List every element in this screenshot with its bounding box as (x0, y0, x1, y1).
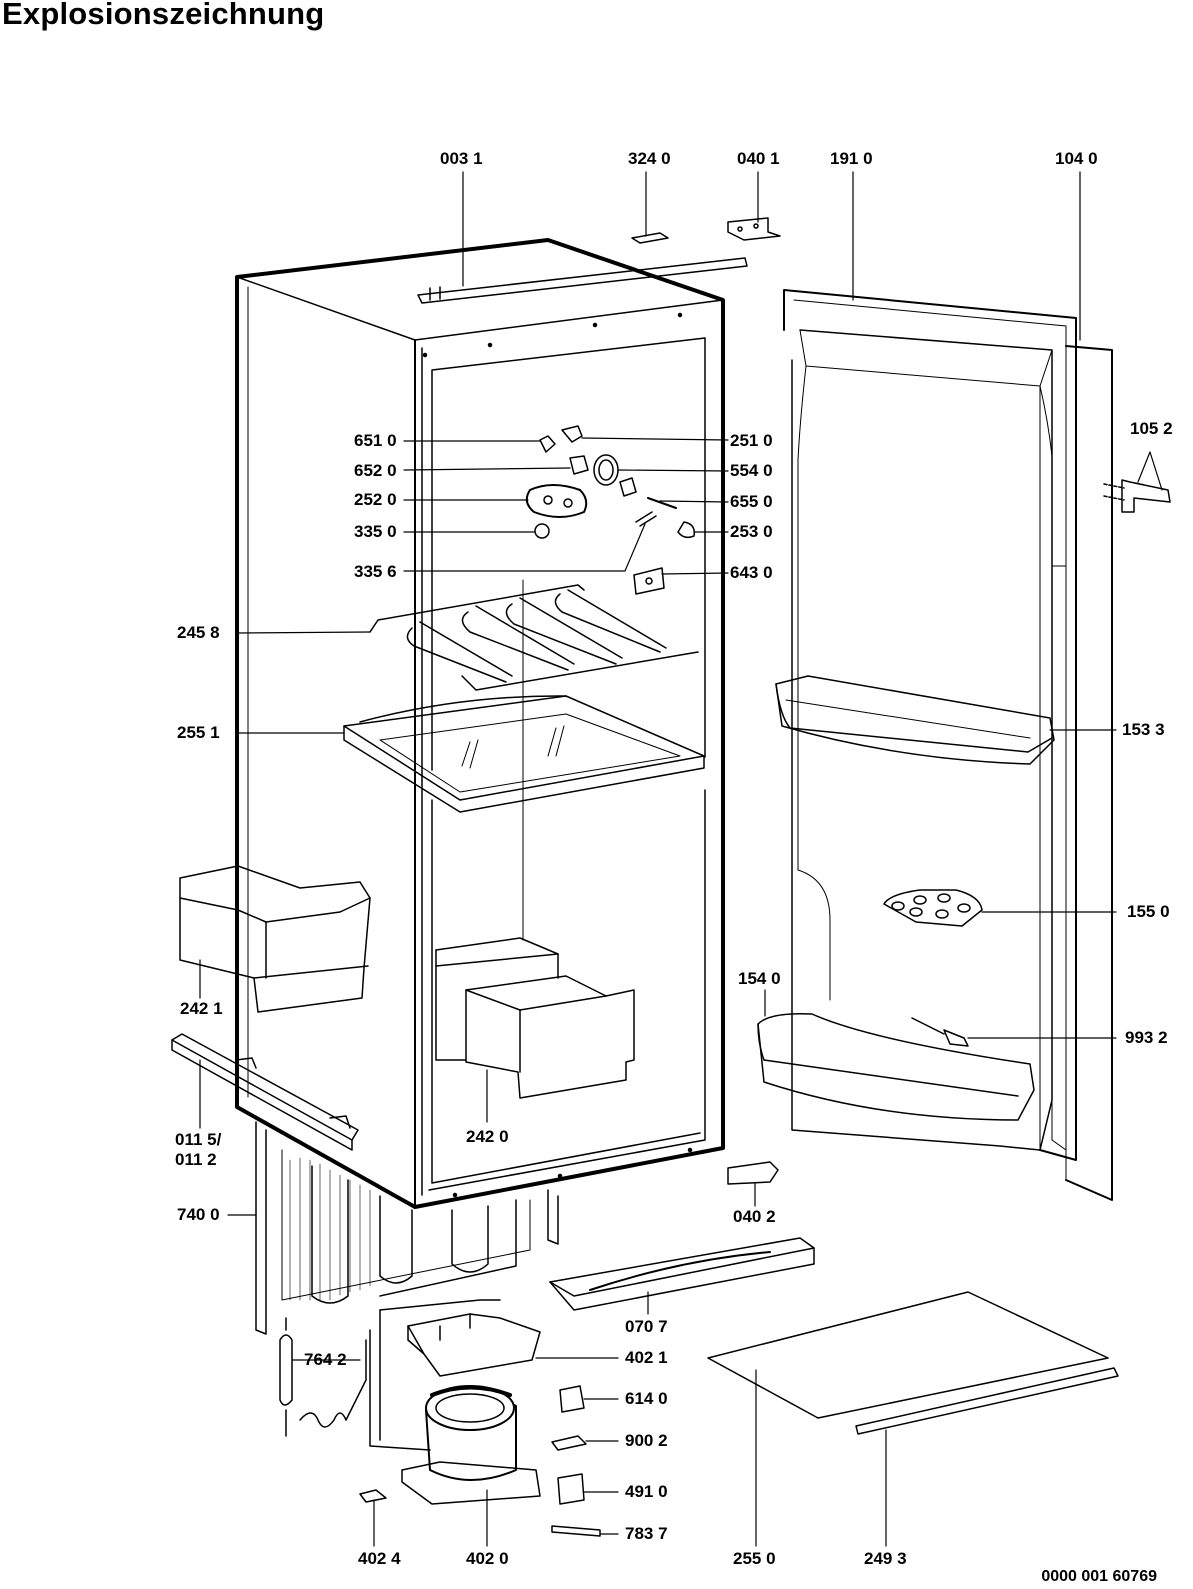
door-shelf-lower (757, 1012, 1035, 1121)
cover-strip (549, 1237, 815, 1311)
part-label: 011 5/ (175, 1130, 222, 1149)
door-shelf-upper (775, 675, 1055, 765)
part-label: 900 2 (625, 1431, 668, 1450)
part-label: 242 1 (180, 999, 223, 1018)
part-label: 104 0 (1055, 149, 1098, 168)
top-trim (417, 257, 748, 304)
egg-tray (883, 889, 983, 927)
part-label: 554 0 (730, 461, 773, 480)
part-label: 335 0 (354, 522, 397, 541)
part-label: 251 0 (730, 431, 773, 450)
document-id: 0000 001 60769 (1041, 1568, 1157, 1585)
shelf-strip (855, 1367, 1119, 1435)
part-label: 655 0 (730, 492, 773, 511)
part-label: 154 0 (738, 969, 781, 988)
part-label: 255 0 (733, 1549, 776, 1568)
part-label: 764 2 (304, 1350, 347, 1369)
glass-plate (707, 1291, 1109, 1419)
part-label: 491 0 (625, 1482, 668, 1501)
part-label: 651 0 (354, 431, 397, 450)
part-label: 245 8 (177, 623, 220, 642)
part-label: 255 1 (177, 723, 220, 742)
cabinet-body (235, 238, 725, 1209)
door (783, 289, 1113, 1201)
part-label: 040 1 (737, 149, 780, 168)
part-label: 652 0 (354, 461, 397, 480)
part-label: 105 2 (1130, 419, 1173, 438)
page-title: Explosionszeichnung (2, 0, 325, 31)
evaporator (369, 584, 699, 691)
condenser (255, 1121, 559, 1335)
part-label: 643 0 (730, 563, 773, 582)
part-label: 070 7 (625, 1317, 668, 1336)
lower-drawers (435, 937, 635, 1099)
compressor-area (279, 1299, 601, 1537)
left-bin (179, 865, 371, 1013)
part-label: 040 2 (733, 1207, 776, 1226)
glass-shelf (343, 695, 705, 813)
part-label: 740 0 (177, 1205, 220, 1224)
part-label: 335 6 (354, 562, 397, 581)
leader-lines (199, 171, 1163, 1547)
control-parts (525, 425, 696, 595)
hinge-top (727, 217, 781, 241)
part-label: 003 1 (440, 149, 483, 168)
part-label: 252 0 (354, 490, 397, 509)
part-label: 249 3 (864, 1549, 907, 1568)
part-label: 402 1 (625, 1348, 668, 1367)
part-label: 402 0 (466, 1549, 509, 1568)
part-label: 191 0 (830, 149, 873, 168)
part-label: 993 2 (1125, 1028, 1168, 1047)
part-label: 242 0 (466, 1127, 509, 1146)
part-label: 155 0 (1127, 902, 1170, 921)
part-label: 402 4 (358, 1549, 401, 1568)
part-label: 614 0 (625, 1389, 668, 1408)
part-label: 324 0 (628, 149, 671, 168)
part-label: 153 3 (1122, 720, 1165, 739)
hinge-side (1103, 479, 1171, 513)
part-label: 253 0 (730, 522, 773, 541)
part-label: 011 2 (175, 1150, 217, 1169)
front-trim (171, 1033, 359, 1151)
part-label: 783 7 (625, 1524, 668, 1543)
